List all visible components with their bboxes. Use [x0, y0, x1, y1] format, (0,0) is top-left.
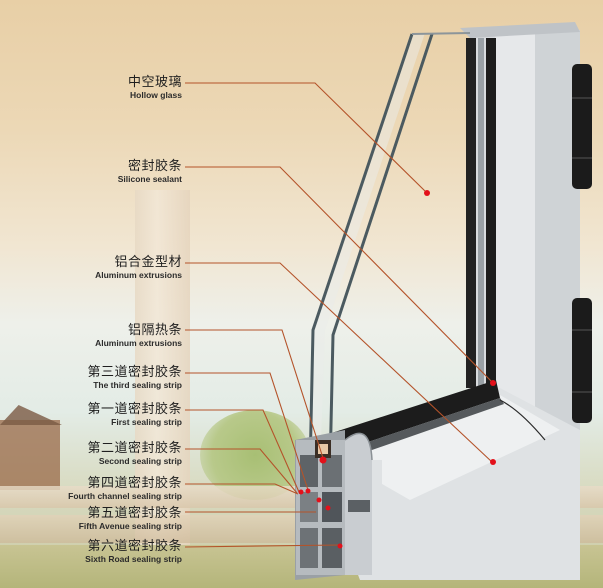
- marker-dots: [298, 190, 496, 549]
- leader-thermal-break: [185, 329, 324, 459]
- leader-first-strip: [185, 409, 300, 493]
- label-cn: 第三道密封胶条: [87, 365, 182, 380]
- leader-aluminum-extrusions: [185, 262, 493, 463]
- label-cn: 铝合金型材: [114, 255, 182, 270]
- label-cn: 第二道密封胶条: [87, 441, 182, 456]
- label-thermal-break-strip: 铝隔热条 Aluminum extrusions: [95, 323, 182, 349]
- leader-hollow-glass: [185, 82, 428, 194]
- label-fourth-sealing-strip: 第四道密封胶条 Fourth channel sealing strip: [68, 476, 182, 502]
- background-house: [0, 420, 60, 490]
- label-en: First sealing strip: [111, 417, 182, 427]
- marker-first-strip: [298, 489, 304, 495]
- label-en: Aluminum extrusions: [95, 338, 182, 348]
- marker-third-strip: [305, 488, 311, 494]
- label-en: Fourth channel sealing strip: [68, 491, 182, 501]
- label-en: The third sealing strip: [93, 380, 182, 390]
- label-silicone-sealant: 密封胶条 Silicone sealant: [118, 159, 182, 185]
- label-cn: 密封胶条: [127, 159, 182, 174]
- label-cn: 第四道密封胶条: [87, 476, 182, 491]
- marker-silicone-sealant: [490, 380, 496, 386]
- label-third-sealing-strip: 第三道密封胶条 The third sealing strip: [87, 365, 182, 391]
- marker-fourth-strip: [316, 497, 322, 503]
- label-en: Second sealing strip: [98, 456, 182, 466]
- label-first-sealing-strip: 第一道密封胶条 First sealing strip: [87, 402, 182, 428]
- label-en: Silicone sealant: [117, 174, 182, 184]
- profile-cross-section: [295, 430, 382, 580]
- leader-third-strip: [185, 372, 309, 491]
- label-hollow-glass: 中空玻璃 Hollow glass: [128, 75, 182, 101]
- leader-silicone-sealant: [185, 166, 494, 384]
- label-second-sealing-strip: 第二道密封胶条 Second sealing strip: [87, 441, 182, 467]
- label-en: Aluminum extrusions: [95, 270, 182, 280]
- marker-sixth-strip: [337, 543, 343, 549]
- label-cn: 第一道密封胶条: [87, 402, 182, 417]
- label-en: Fifth Avenue sealing strip: [78, 521, 182, 531]
- leader-second-strip: [185, 448, 298, 494]
- hinge-icon: [572, 64, 592, 423]
- marker-aluminum-extrusions: [490, 459, 496, 465]
- marker-fifth-strip: [325, 505, 331, 511]
- label-cn: 第五道密封胶条: [87, 506, 182, 521]
- label-cn: 中空玻璃: [127, 75, 182, 90]
- leader-fourth-strip: [185, 483, 299, 495]
- hollow-glass: [308, 32, 471, 471]
- leader-lines: [184, 82, 494, 548]
- label-fifth-sealing-strip: 第五道密封胶条 Fifth Avenue sealing strip: [79, 506, 182, 532]
- marker-thermal-break: [319, 456, 327, 464]
- label-aluminum-extrusions: 铝合金型材 Aluminum extrusions: [95, 255, 182, 281]
- leader-sixth-strip: [184, 544, 341, 548]
- background-trees: [200, 410, 310, 500]
- label-en: Sixth Road sealing strip: [85, 554, 182, 564]
- label-cn: 铝隔热条: [127, 323, 182, 338]
- marker-hollow-glass: [424, 190, 430, 196]
- label-en: Hollow glass: [130, 90, 182, 100]
- label-sixth-sealing-strip: 第六道密封胶条 Sixth Road sealing strip: [85, 539, 182, 565]
- label-cn: 第六道密封胶条: [87, 539, 182, 554]
